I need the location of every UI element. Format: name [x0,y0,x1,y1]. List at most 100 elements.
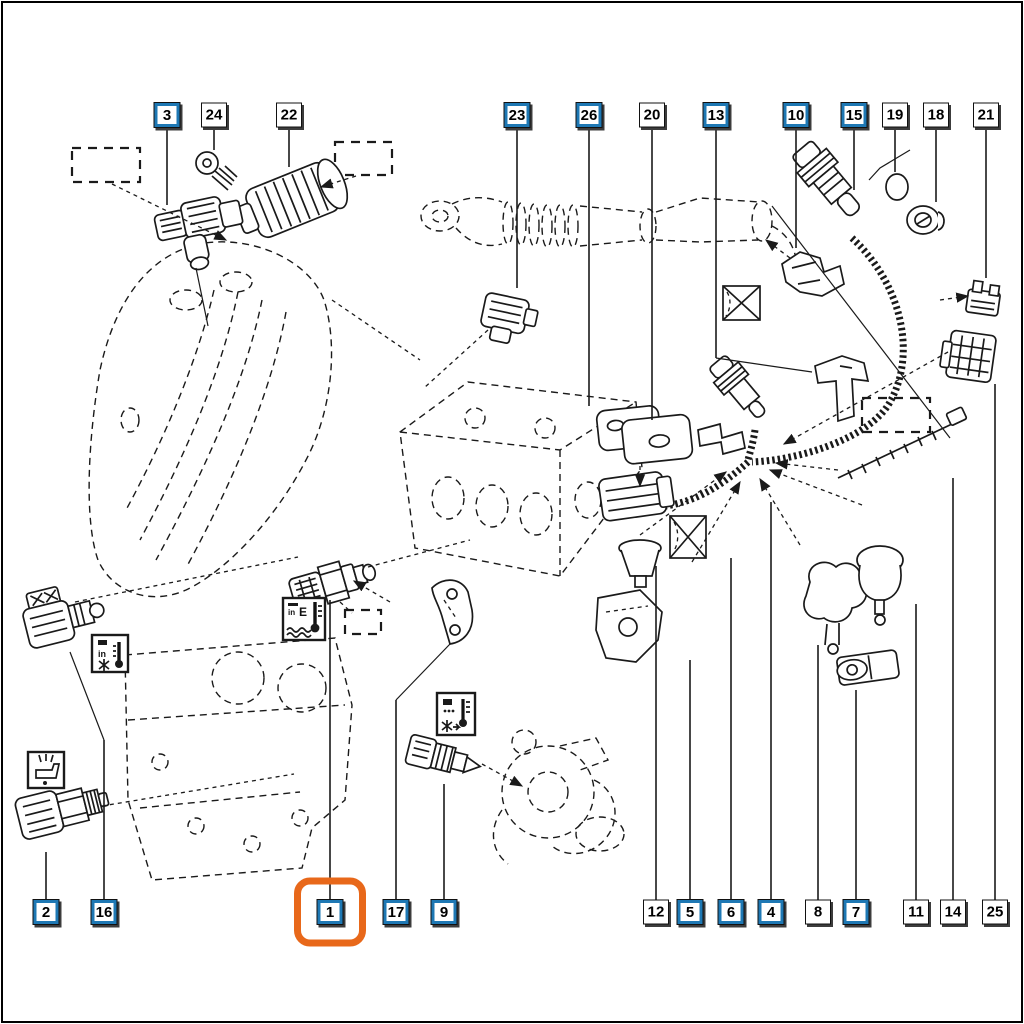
bracket17-leader-bend [395,643,451,701]
callout-number: 1 [320,903,340,921]
mount-bolt [195,151,238,191]
hat-bracket-13 [814,355,870,423]
engine-block [124,637,353,881]
reference-box-center [333,140,394,177]
e-label: E [299,605,307,619]
callout-number: 3 [157,106,177,124]
sensor16-leader-bend [69,651,105,741]
callout-number: 11 [904,900,928,924]
leader-diagonal-right [771,205,951,439]
callout-19[interactable]: 19 [882,102,908,128]
callout-number: 10 [786,106,806,124]
harness-braid-left [665,459,751,510]
air-temp-sensor-9 [404,733,482,774]
callout-14[interactable]: 14 [940,899,966,925]
callout-leader-lines [45,127,996,900]
callout-number: 24 [202,103,226,127]
oil-can-icon [35,754,61,785]
callout-9[interactable]: 9 [430,899,458,925]
plate-bracket-26 [595,405,694,465]
o-ring [885,173,909,201]
callout-22[interactable]: 22 [276,102,302,128]
callout-8[interactable]: 8 [805,899,831,925]
callout-number: 5 [680,903,700,921]
callout-13[interactable]: 13 [702,102,730,128]
callout-20[interactable]: 20 [639,102,665,128]
hole-bracket-5 [595,589,663,663]
callout-number: 6 [721,903,741,921]
callout-2[interactable]: 2 [32,899,60,925]
curved-bracket-17 [431,579,474,645]
callout-number: 18 [924,103,948,127]
callout-5[interactable]: 5 [676,899,704,925]
callout-number: 20 [640,103,664,127]
oil-pressure-sensor-2 [14,787,110,840]
connector-block-25 [939,329,997,384]
callout-12[interactable]: 12 [643,899,669,925]
camshaft-sensor [153,196,244,271]
oil-pressure-icon-box [26,750,66,790]
intake-air-temp-icon-box: in [90,633,130,674]
reference-box-small [343,608,383,636]
thermometer-icon [113,642,123,668]
air-temp-icon-box [435,691,477,737]
callout-24[interactable]: 24 [201,102,227,128]
blanking-plug [906,205,945,235]
callout-7[interactable]: 7 [842,899,870,925]
oxygen-sensor-upper [792,140,861,217]
callout-4[interactable]: 4 [757,899,785,925]
z-clip-20 [697,422,746,456]
reference-box-left [70,146,142,184]
callout-10[interactable]: 10 [782,102,810,128]
in-label: in [98,649,106,659]
ignition-coil-cylinder [234,158,349,239]
callout-17[interactable]: 17 [382,899,410,925]
oxygen-sensor-upper-cable [751,235,907,466]
callout-number: 14 [941,900,965,924]
callout-number: 4 [761,903,781,921]
callout-number: 22 [277,103,301,127]
callout-6[interactable]: 6 [717,899,745,925]
connector-12 [598,471,675,522]
callout-number: 12 [644,900,668,924]
oxygen-sensor-lower-cable [744,429,759,461]
crossed-out-box-upper [722,285,761,321]
clip-bracket-21 [965,279,1001,317]
callout-15[interactable]: 15 [840,102,868,128]
selected-part-highlight [294,877,366,946]
grommet-funnel [618,539,662,588]
snowflake-icon [98,659,110,671]
callout-26[interactable]: 26 [575,102,603,128]
exhaust-pipe [420,197,798,281]
callout-23[interactable]: 23 [503,102,531,128]
callout-number: 13 [706,106,726,124]
callout-number: 9 [434,903,454,921]
pressure-sensor-23 [480,292,539,344]
map-sensor-16 [22,586,105,649]
callout-number: 17 [386,903,406,921]
callout-25[interactable]: 25 [982,899,1008,925]
callout-3[interactable]: 3 [153,102,181,128]
callout-number: 16 [94,903,114,921]
callout-number: 21 [974,103,998,127]
sensor3-stem-line [195,267,209,327]
leader-13-bend [715,357,813,373]
callout-1[interactable]: 1 [316,899,344,925]
water-waves-icon [286,627,312,638]
callout-18[interactable]: 18 [923,102,949,128]
oring-leader-bend [868,149,911,181]
in-label: in [288,608,295,617]
oxygen-sensor-lower [709,355,766,418]
reference-box-right [860,396,932,434]
callout-11[interactable]: 11 [903,899,929,925]
cable-tie [837,406,968,480]
thermometer-icon [310,602,322,633]
callout-number: 19 [883,103,907,127]
pointer-arrows [74,175,970,807]
callout-number: 15 [844,106,864,124]
foot-bracket-7 [836,649,900,686]
callout-16[interactable]: 16 [90,899,118,925]
callout-21[interactable]: 21 [973,102,999,128]
